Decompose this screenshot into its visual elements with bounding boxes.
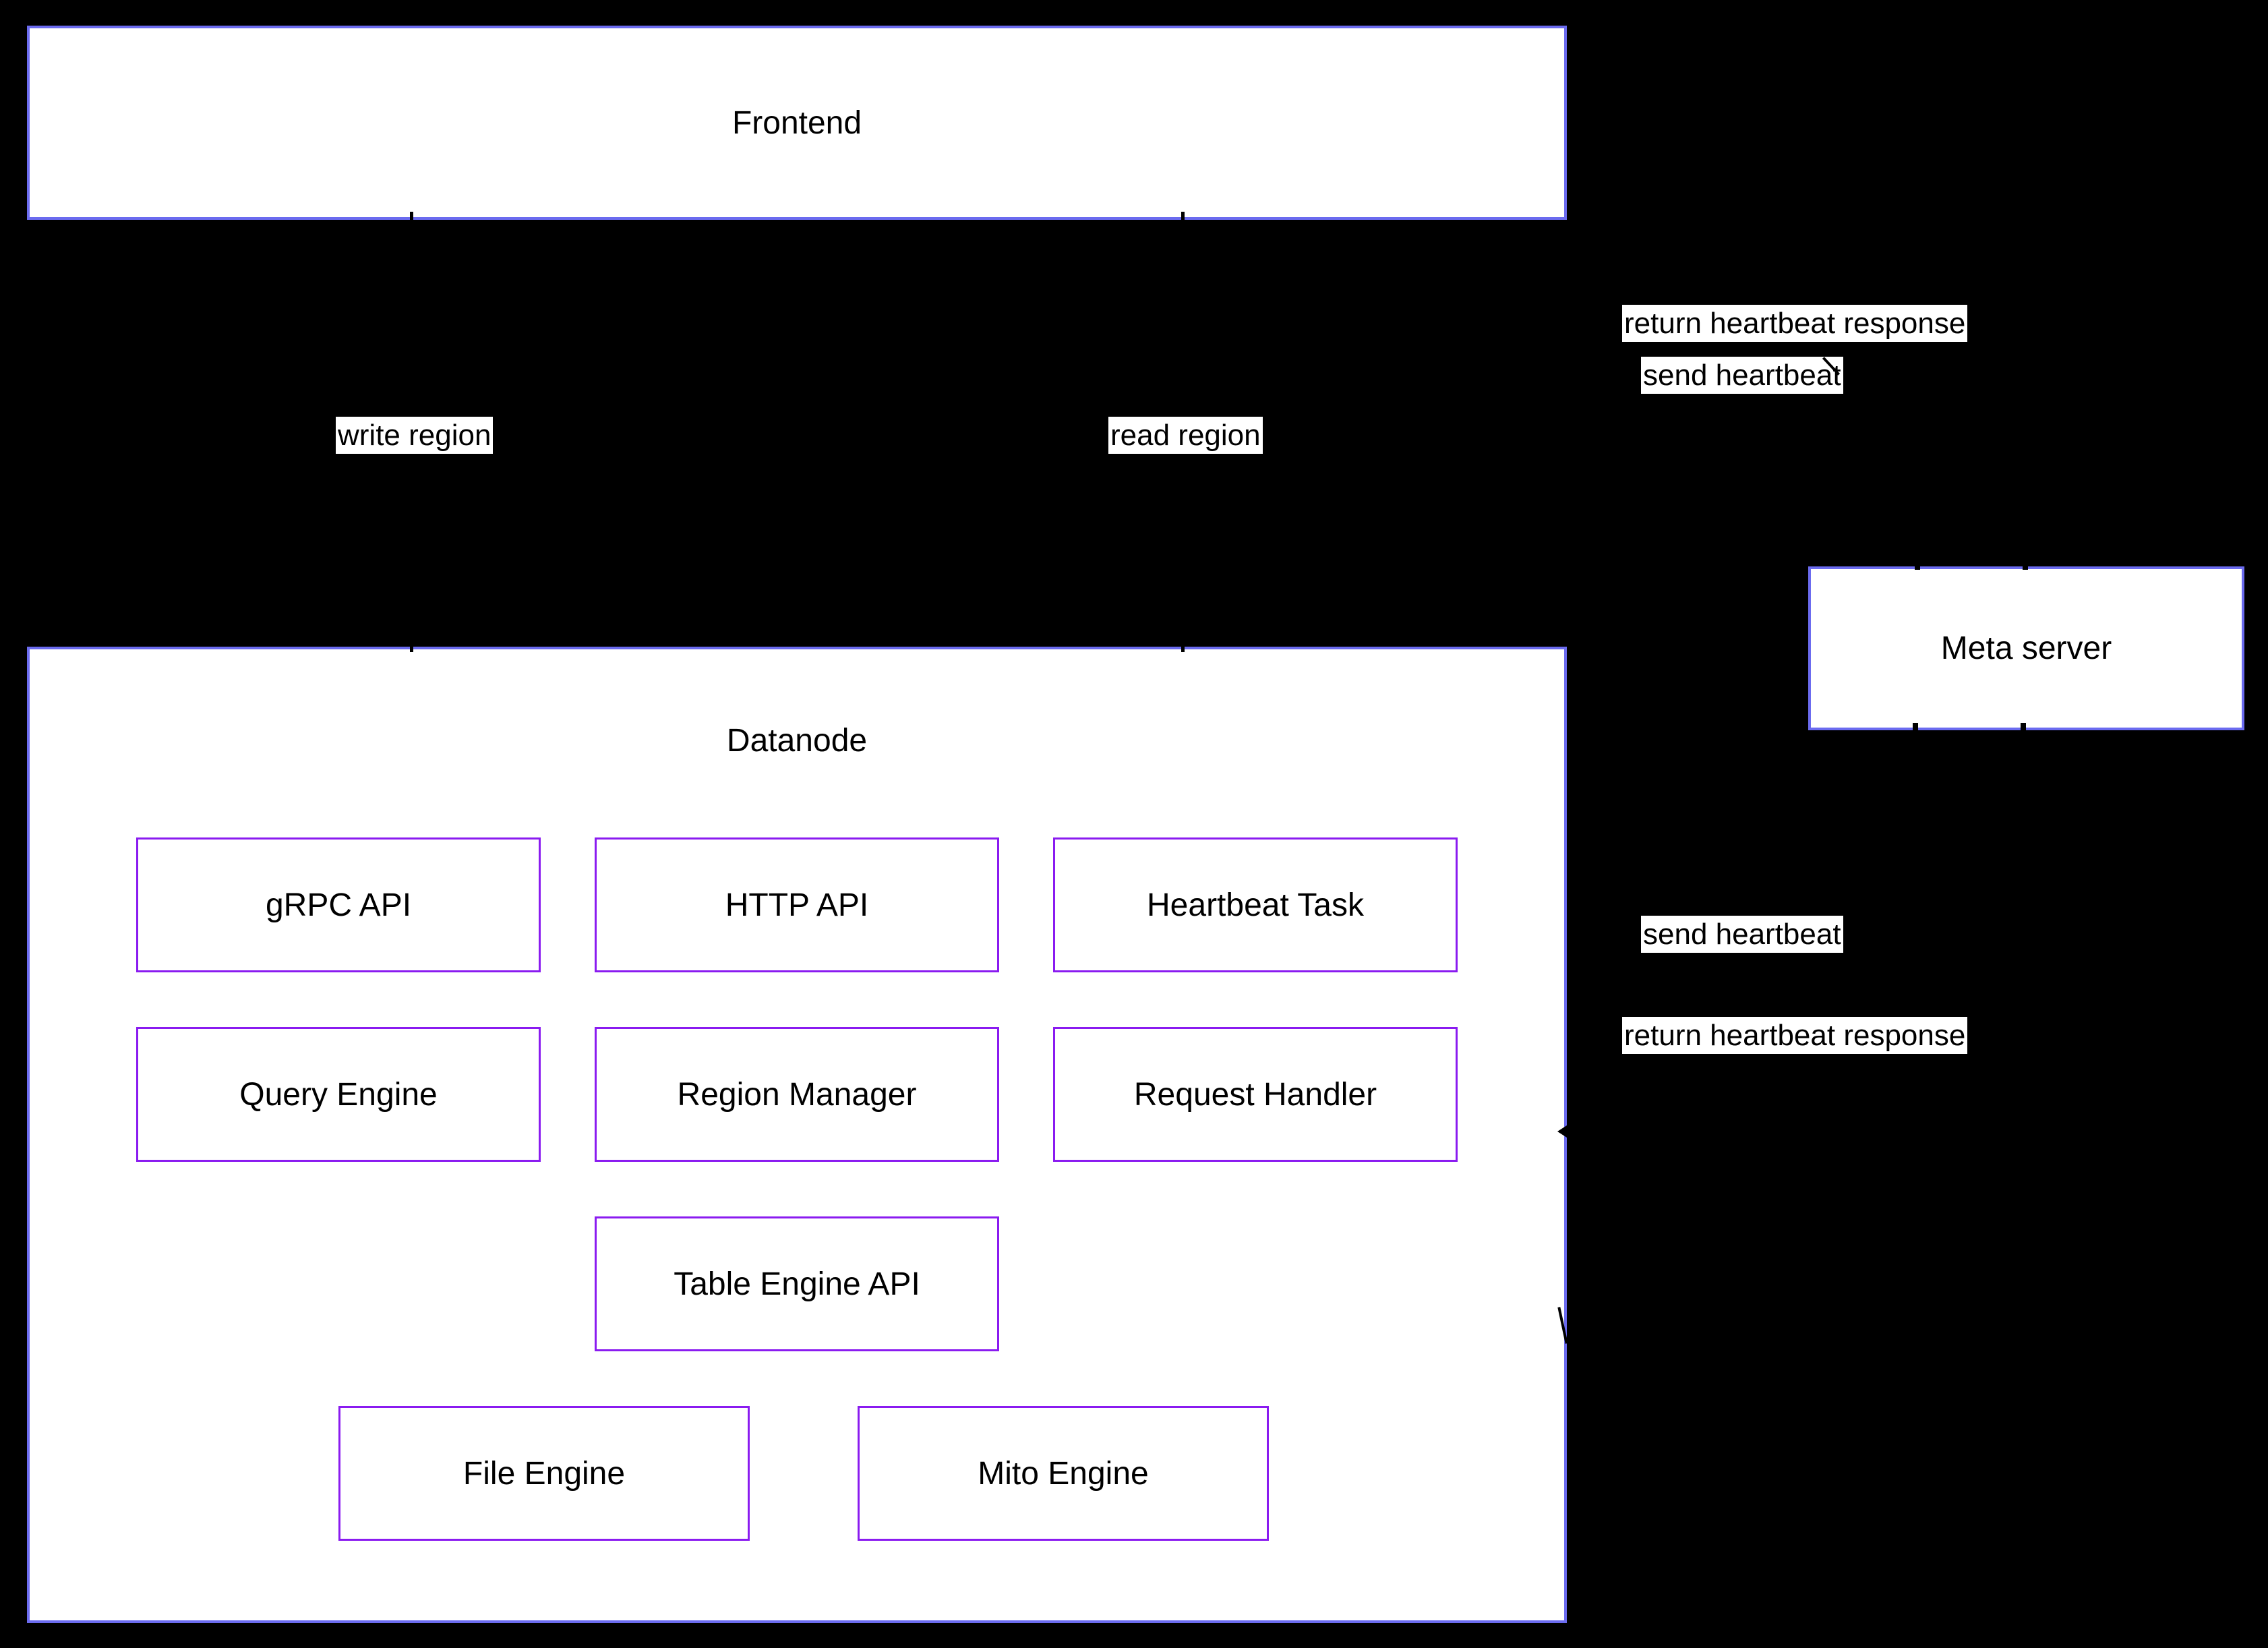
component-request-handler-label: Request Handler	[1133, 1076, 1377, 1113]
component-heartbeat-task: Heartbeat Task	[1053, 837, 1458, 972]
component-file-engine: File Engine	[338, 1406, 750, 1541]
edge-label-send-heartbeat-right: send heartbeat	[1641, 916, 1843, 953]
arrowhead-datanode-right	[1557, 1125, 1567, 1138]
component-table-engine-api-label: Table Engine API	[674, 1266, 920, 1302]
arrow-notch-meta-bottom-1	[1913, 723, 1918, 730]
component-grpc-api-label: gRPC API	[265, 887, 412, 923]
component-query-engine: Query Engine	[136, 1027, 541, 1162]
component-file-engine-label: File Engine	[462, 1455, 626, 1492]
arrow-notch-frontend-bottom-write	[410, 212, 413, 220]
meta-server-node: Meta server	[1808, 566, 2244, 730]
arrow-notch-meta-bottom-2	[2021, 723, 2026, 730]
edge-label-send-heartbeat-top: send heartbeat	[1641, 357, 1843, 394]
arrow-notch-datanode-top-read	[1181, 643, 1185, 652]
component-http-api-label: HTTP API	[725, 887, 869, 923]
component-query-engine-label: Query Engine	[239, 1076, 438, 1113]
component-region-manager-label: Region Manager	[677, 1076, 917, 1113]
component-grpc-api: gRPC API	[136, 837, 541, 972]
arrow-notch-datanode-top-write	[410, 643, 413, 652]
component-table-engine-api: Table Engine API	[595, 1216, 999, 1351]
meta-server-title: Meta server	[1940, 630, 2112, 666]
component-region-manager: Region Manager	[595, 1027, 999, 1162]
edge-label-read-region: read region	[1108, 417, 1263, 454]
component-heartbeat-task-label: Heartbeat Task	[1147, 887, 1364, 923]
arrow-notch-meta-top-1	[1915, 563, 1920, 570]
edge-label-return-heartbeat-right: return heartbeat response	[1622, 1017, 1968, 1054]
arrow-notch-frontend-bottom-read	[1181, 212, 1185, 220]
datanode-title: Datanode	[726, 723, 868, 759]
arrow-notch-meta-top-2	[2023, 563, 2028, 570]
edge-label-return-heartbeat-top: return heartbeat response	[1622, 305, 1968, 342]
component-http-api: HTTP API	[595, 837, 999, 972]
frontend-title: Frontend	[732, 105, 862, 141]
frontend-node: Frontend	[27, 26, 1567, 220]
edge-label-write-region: write region	[336, 417, 494, 454]
component-request-handler: Request Handler	[1053, 1027, 1458, 1162]
component-mito-engine: Mito Engine	[858, 1406, 1269, 1541]
component-mito-engine-label: Mito Engine	[978, 1455, 1149, 1492]
datanode-node: Datanode gRPC API HTTP API Heartbeat Tas…	[27, 647, 1567, 1623]
